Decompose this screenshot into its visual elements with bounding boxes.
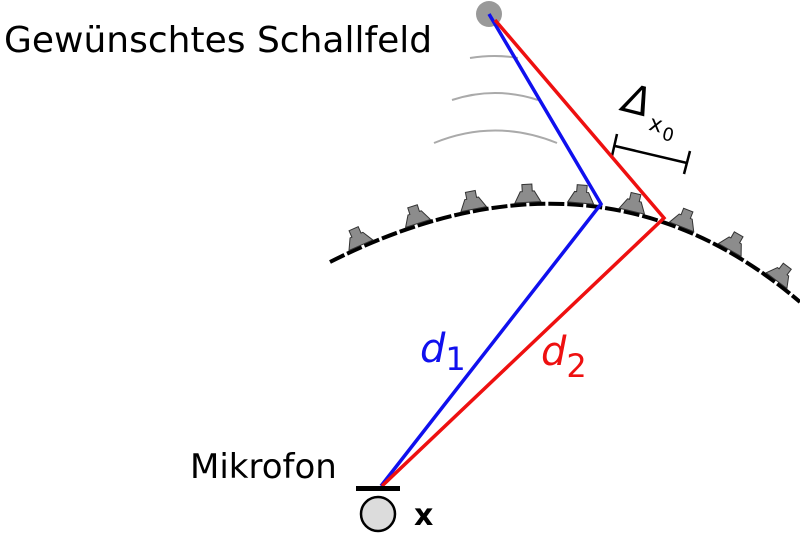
delta-subscript-0: 0 [660, 124, 676, 147]
d1-symbol: d [420, 326, 446, 372]
loudspeaker-array [329, 183, 800, 304]
path-d2-line [380, 18, 667, 488]
loudspeaker-body [514, 183, 542, 204]
loudspeaker-body [348, 226, 374, 252]
microphone-icon [356, 486, 400, 533]
loudspeaker-body [618, 191, 646, 215]
d1-label: d1 [420, 326, 466, 378]
d2-label: d2 [541, 329, 587, 385]
wavefront-arc-2 [451, 92, 539, 101]
d2-index: 2 [566, 347, 586, 385]
microphone-label: Mikrofon [190, 447, 337, 487]
loudspeaker-icon [765, 262, 792, 290]
delta-x0-tick-right [682, 150, 692, 175]
microphone-position-label: x [414, 498, 433, 533]
loudspeaker-icon [717, 231, 744, 258]
d2-symbol: d [541, 329, 567, 375]
array-curve [329, 201, 800, 304]
loudspeaker-body [404, 204, 432, 229]
loudspeaker-body [668, 207, 695, 233]
loudspeaker-body [765, 262, 792, 290]
wavefront-arc-3 [433, 129, 558, 144]
loudspeaker-body [460, 189, 488, 213]
desired-sound-field-label: Gewünschtes Schallfeld [4, 20, 432, 61]
microphone-bar [356, 486, 400, 491]
loudspeaker-icon [404, 204, 432, 229]
delta-x0-tick-left [610, 133, 619, 157]
wavefront-arc-1 [469, 55, 519, 59]
delta-x0-dimension-line [614, 144, 688, 165]
delta-subscript-x: x [646, 111, 665, 138]
loudspeaker-body [717, 231, 744, 258]
loudspeaker-icon [566, 184, 595, 205]
loudspeaker-icon [668, 207, 695, 233]
delta-x0-marker [610, 133, 692, 175]
loudspeaker-icon [348, 226, 374, 252]
loudspeaker-icon [514, 183, 542, 204]
loudspeaker-icon [460, 189, 488, 213]
d1-index: 1 [445, 340, 465, 378]
loudspeaker-body [566, 184, 595, 205]
microphone-capsule [359, 495, 397, 533]
path-d1-line [379, 13, 604, 488]
loudspeaker-icon [618, 191, 646, 215]
